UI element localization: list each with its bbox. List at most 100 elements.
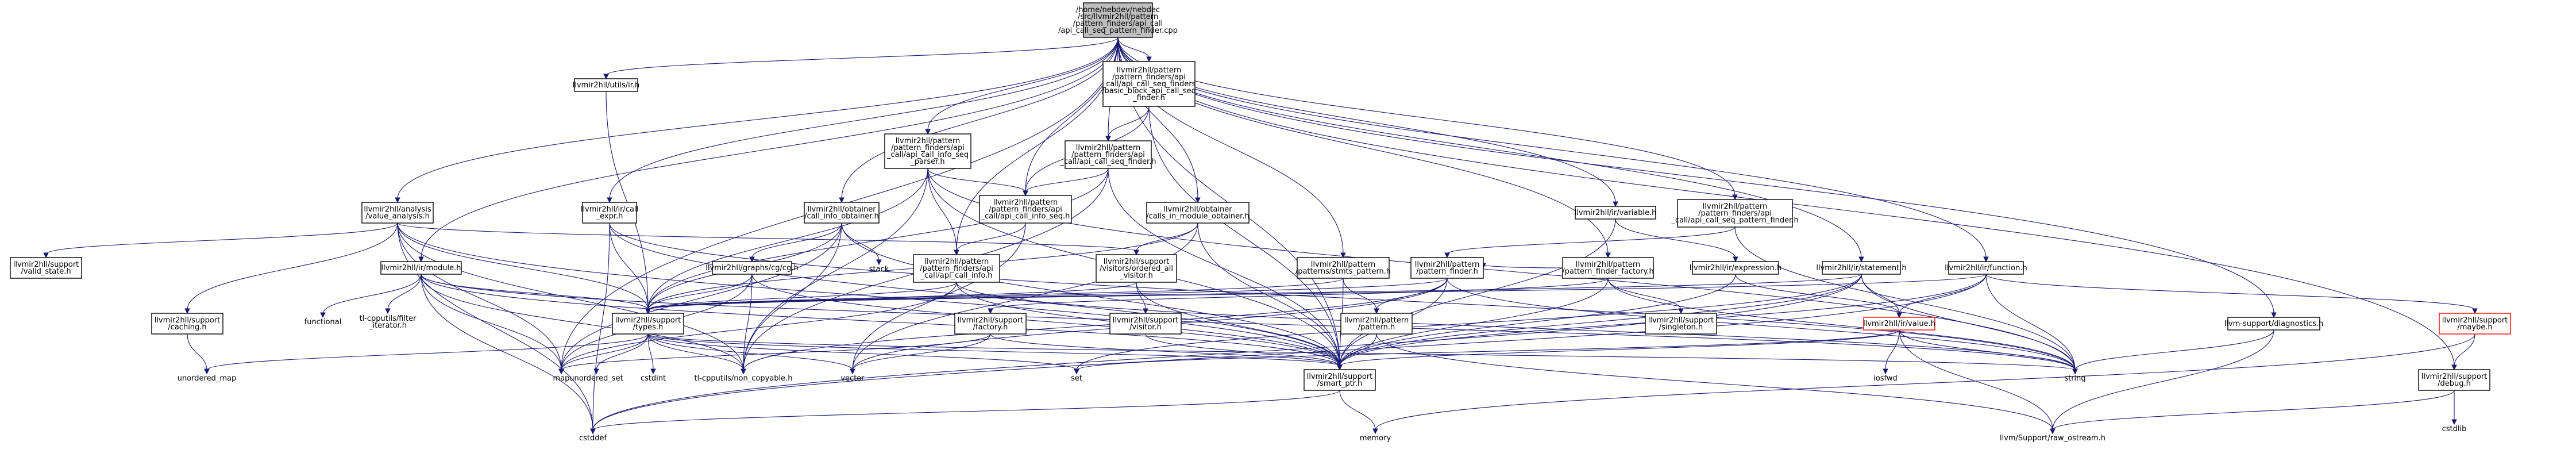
edge-ir-value-to-raw-ostream <box>1899 329 2053 431</box>
node-calls-in-module[interactable]: llvmir2hll/obtainer/calls_in_module_obta… <box>1146 202 1250 224</box>
node-api-call-info[interactable]: llvmir2hll/pattern/pattern_finders/api_c… <box>913 254 1000 283</box>
node-non-copyable[interactable]: tl-cpputils/non_copyable.h <box>695 374 793 383</box>
node-label-line: map <box>553 374 570 383</box>
node-ir-function[interactable]: llvmir2hll/ir/function.h <box>1945 261 2027 275</box>
node-stmts-pattern[interactable]: llvmir2hll/pattern/patterns/stmts_patter… <box>1295 257 1391 279</box>
node-label-line: llvmir2hll/ir/statement.h <box>1816 264 1906 272</box>
node-seq-pattern-finder[interactable]: llvmir2hll/pattern/pattern_finders/api_c… <box>1671 199 1799 228</box>
node-cg-h[interactable]: llvmir2hll/graphs/cg/cg.h <box>705 261 799 275</box>
edge-value-analysis-to-non-copyable <box>397 222 744 371</box>
node-box <box>1822 261 1901 275</box>
node-call-expr[interactable]: llvmir2hll/ir/call_expr.h <box>581 202 638 224</box>
edge-arrowhead <box>650 368 656 375</box>
node-label-line: /pattern_finders/api <box>989 205 1062 214</box>
edge-arrowhead <box>1883 368 1888 375</box>
node-vector[interactable]: vector <box>840 374 865 383</box>
node-pattern-finder[interactable]: llvmir2hll/pattern/pattern_finder.h <box>1410 257 1484 279</box>
node-utils-ir[interactable]: llvmir2hll/utils/ir.h <box>573 78 640 92</box>
node-smart-ptr[interactable]: llvmir2hll/support/smart_ptr.h <box>1304 369 1376 391</box>
node-label-line: iosfwd <box>1873 374 1898 383</box>
edge-api-call-seq-finder-to-api-call-info-seq <box>1025 168 1109 193</box>
node-basic-block[interactable]: llvmir2hll/pattern/pattern_finders/api_c… <box>1102 61 1196 107</box>
node-box <box>1645 313 1717 335</box>
edge-ordered-all-visitor-to-smart-ptr <box>1136 282 1340 367</box>
node-label-line: llvmir2hll/support <box>2442 316 2508 325</box>
node-label-line: /caching.h <box>168 323 206 332</box>
edge-arrowhead <box>749 256 755 263</box>
node-box <box>1948 261 2024 275</box>
edge-value-analysis-to-caching <box>187 222 398 310</box>
node-api-call-seq-finder[interactable]: llvmir2hll/pattern/pattern_finders/api_c… <box>1059 140 1156 169</box>
node-box <box>1340 313 1413 335</box>
node-label-line: llvmir2hll/support <box>1648 316 1714 325</box>
node-ir-expression[interactable]: llvmir2hll/ir/expression.h <box>1690 261 1781 275</box>
node-functional[interactable]: functional <box>304 318 342 327</box>
edges-layer <box>43 37 2478 435</box>
node-unordered-map[interactable]: unordered_map <box>178 374 237 383</box>
node-label-line: /pattern_finders/api <box>1112 73 1186 82</box>
edge-arrowhead <box>395 197 400 203</box>
edge-debug-to-raw-ostream <box>2052 390 2455 431</box>
node-iosfwd[interactable]: iosfwd <box>1873 374 1898 383</box>
node-label-line: /pattern_finders/api <box>920 264 993 273</box>
node-raw-ostream[interactable]: llvm/Support/raw_ostream.h <box>2000 434 2105 443</box>
node-api-call-info-seq[interactable]: llvmir2hll/pattern/pattern_finders/api_c… <box>979 195 1072 224</box>
node-memory[interactable]: memory <box>1360 434 1391 443</box>
node-value-analysis[interactable]: llvmir2hll/analysis/value_analysis.h <box>361 202 434 224</box>
node-cstddef[interactable]: cstddef <box>579 434 607 443</box>
edge-call-info-seq-parser-to-non-copyable <box>743 168 928 371</box>
node-pattern-h[interactable]: llvmir2hll/pattern/pattern.h <box>1340 313 1413 335</box>
node-label-line: llvmir2hll/ir/expression.h <box>1690 264 1781 272</box>
node-label-line: llvmir2hll/pattern <box>1576 260 1640 269</box>
edge-call-info-obtainer-to-stack <box>841 222 880 262</box>
node-label-line: llvmir2hll/ir/function.h <box>1945 264 2027 272</box>
node-types[interactable]: llvmir2hll/support/types.h <box>612 313 684 335</box>
node-label-line: llvmir2hll/support <box>155 316 221 325</box>
edge-arrowhead <box>1372 428 1378 435</box>
node-label-line: llvmir2hll/ir/call <box>581 205 638 214</box>
node-map[interactable]: map <box>553 374 570 383</box>
edge-factory-to-smart-ptr <box>990 333 1340 367</box>
edge-calls-in-module-to-ordered-all-visitor <box>1136 222 1198 252</box>
node-set[interactable]: set <box>1071 374 1082 383</box>
node-cstdint[interactable]: cstdint <box>641 374 666 383</box>
edge-root-to-basic-block <box>1117 37 1150 59</box>
edge-maybe-to-debug <box>2454 333 2475 367</box>
node-visitor[interactable]: llvmir2hll/support/visitor.h <box>1109 313 1182 335</box>
node-filter-iterator[interactable]: tl-cpputils/filter_iterator.h <box>359 314 417 330</box>
node-factory[interactable]: llvmir2hll/support/factory.h <box>954 313 1027 335</box>
node-ir-variable[interactable]: llvmir2hll/ir/variable.h <box>1575 206 1657 220</box>
node-root[interactable]: /home/nebdev/nebdec/src/llvmir2hll/patte… <box>1058 2 1178 38</box>
node-label-line: llvmir2hll/support <box>615 316 681 325</box>
edge-arrowhead <box>590 428 596 435</box>
edge-api-call-info-to-map <box>561 282 957 371</box>
edge-call-expr-to-string <box>609 222 2076 371</box>
node-label-line: llvmir2hll/analysis <box>364 205 431 214</box>
node-string[interactable]: string <box>2064 374 2085 383</box>
edge-arrowhead <box>184 308 190 314</box>
node-ir-statement[interactable]: llvmir2hll/ir/statement.h <box>1816 261 1907 275</box>
node-ordered-all-visitor[interactable]: llvmir2hll/support/visitors/ordered_all_… <box>1096 254 1177 283</box>
node-call-info-obtainer[interactable]: llvmir2hll/obtainer/call_info_obtainer.h <box>804 202 880 224</box>
edge-ir-function-to-string <box>1985 274 2076 371</box>
node-label-line: llvmir2hll/support <box>13 260 79 269</box>
node-label-line: _iterator.h <box>368 321 407 330</box>
node-ir-value[interactable]: llvmir2hll/ir/value.h <box>1863 317 1935 331</box>
node-call-info-seq-parser[interactable]: llvmir2hll/pattern/pattern_finders/api_c… <box>884 133 971 169</box>
node-maybe[interactable]: llvmir2hll/support/maybe.h <box>2439 313 2511 335</box>
node-label-line: llvmir2hll/obtainer <box>807 205 876 214</box>
node-unordered-set[interactable]: unordered_set <box>569 374 623 383</box>
node-ir-module[interactable]: llvmir2hll/ir/module.h <box>380 261 462 275</box>
node-stack[interactable]: stack <box>869 265 889 274</box>
node-pattern-finder-factory[interactable]: llvmir2hll/pattern/pattern_finder_factor… <box>1562 257 1654 279</box>
node-singleton[interactable]: llvmir2hll/support/singleton.h <box>1645 313 1717 335</box>
node-diagnostics[interactable]: llvm-support/diagnostics.h <box>2224 317 2324 331</box>
node-caching[interactable]: llvmir2hll/support/caching.h <box>151 313 223 335</box>
edge-root-to-value-analysis <box>397 37 1119 199</box>
node-cstdlib[interactable]: cstdlib <box>2442 425 2467 433</box>
node-label-line: /maybe.h <box>2457 323 2492 332</box>
node-debug[interactable]: llvmir2hll/support/debug.h <box>2418 369 2490 391</box>
node-label-line: /api_call_seq_pattern_finder.cpp <box>1058 26 1178 35</box>
edge-ir-module-to-filter-iterator <box>387 274 422 310</box>
node-valid-state[interactable]: llvmir2hll/support/valid_state.h <box>10 257 82 279</box>
